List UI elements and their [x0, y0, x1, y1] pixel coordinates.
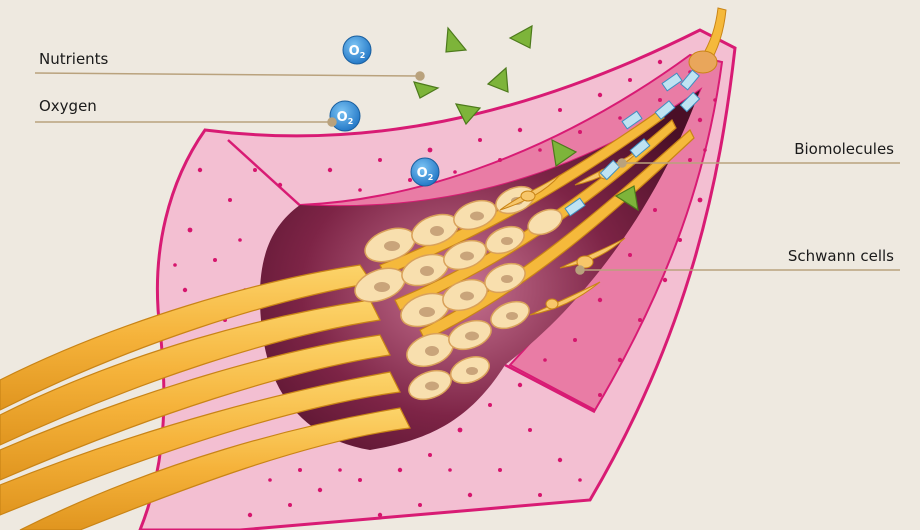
- nutrients-label: Nutrients: [39, 50, 108, 68]
- biomolecules-label: Biomolecules: [794, 140, 894, 158]
- growth-cone: [689, 51, 717, 73]
- schwann-cells-label: Schwann cells: [788, 247, 894, 265]
- oxygen-label: Oxygen: [39, 97, 97, 115]
